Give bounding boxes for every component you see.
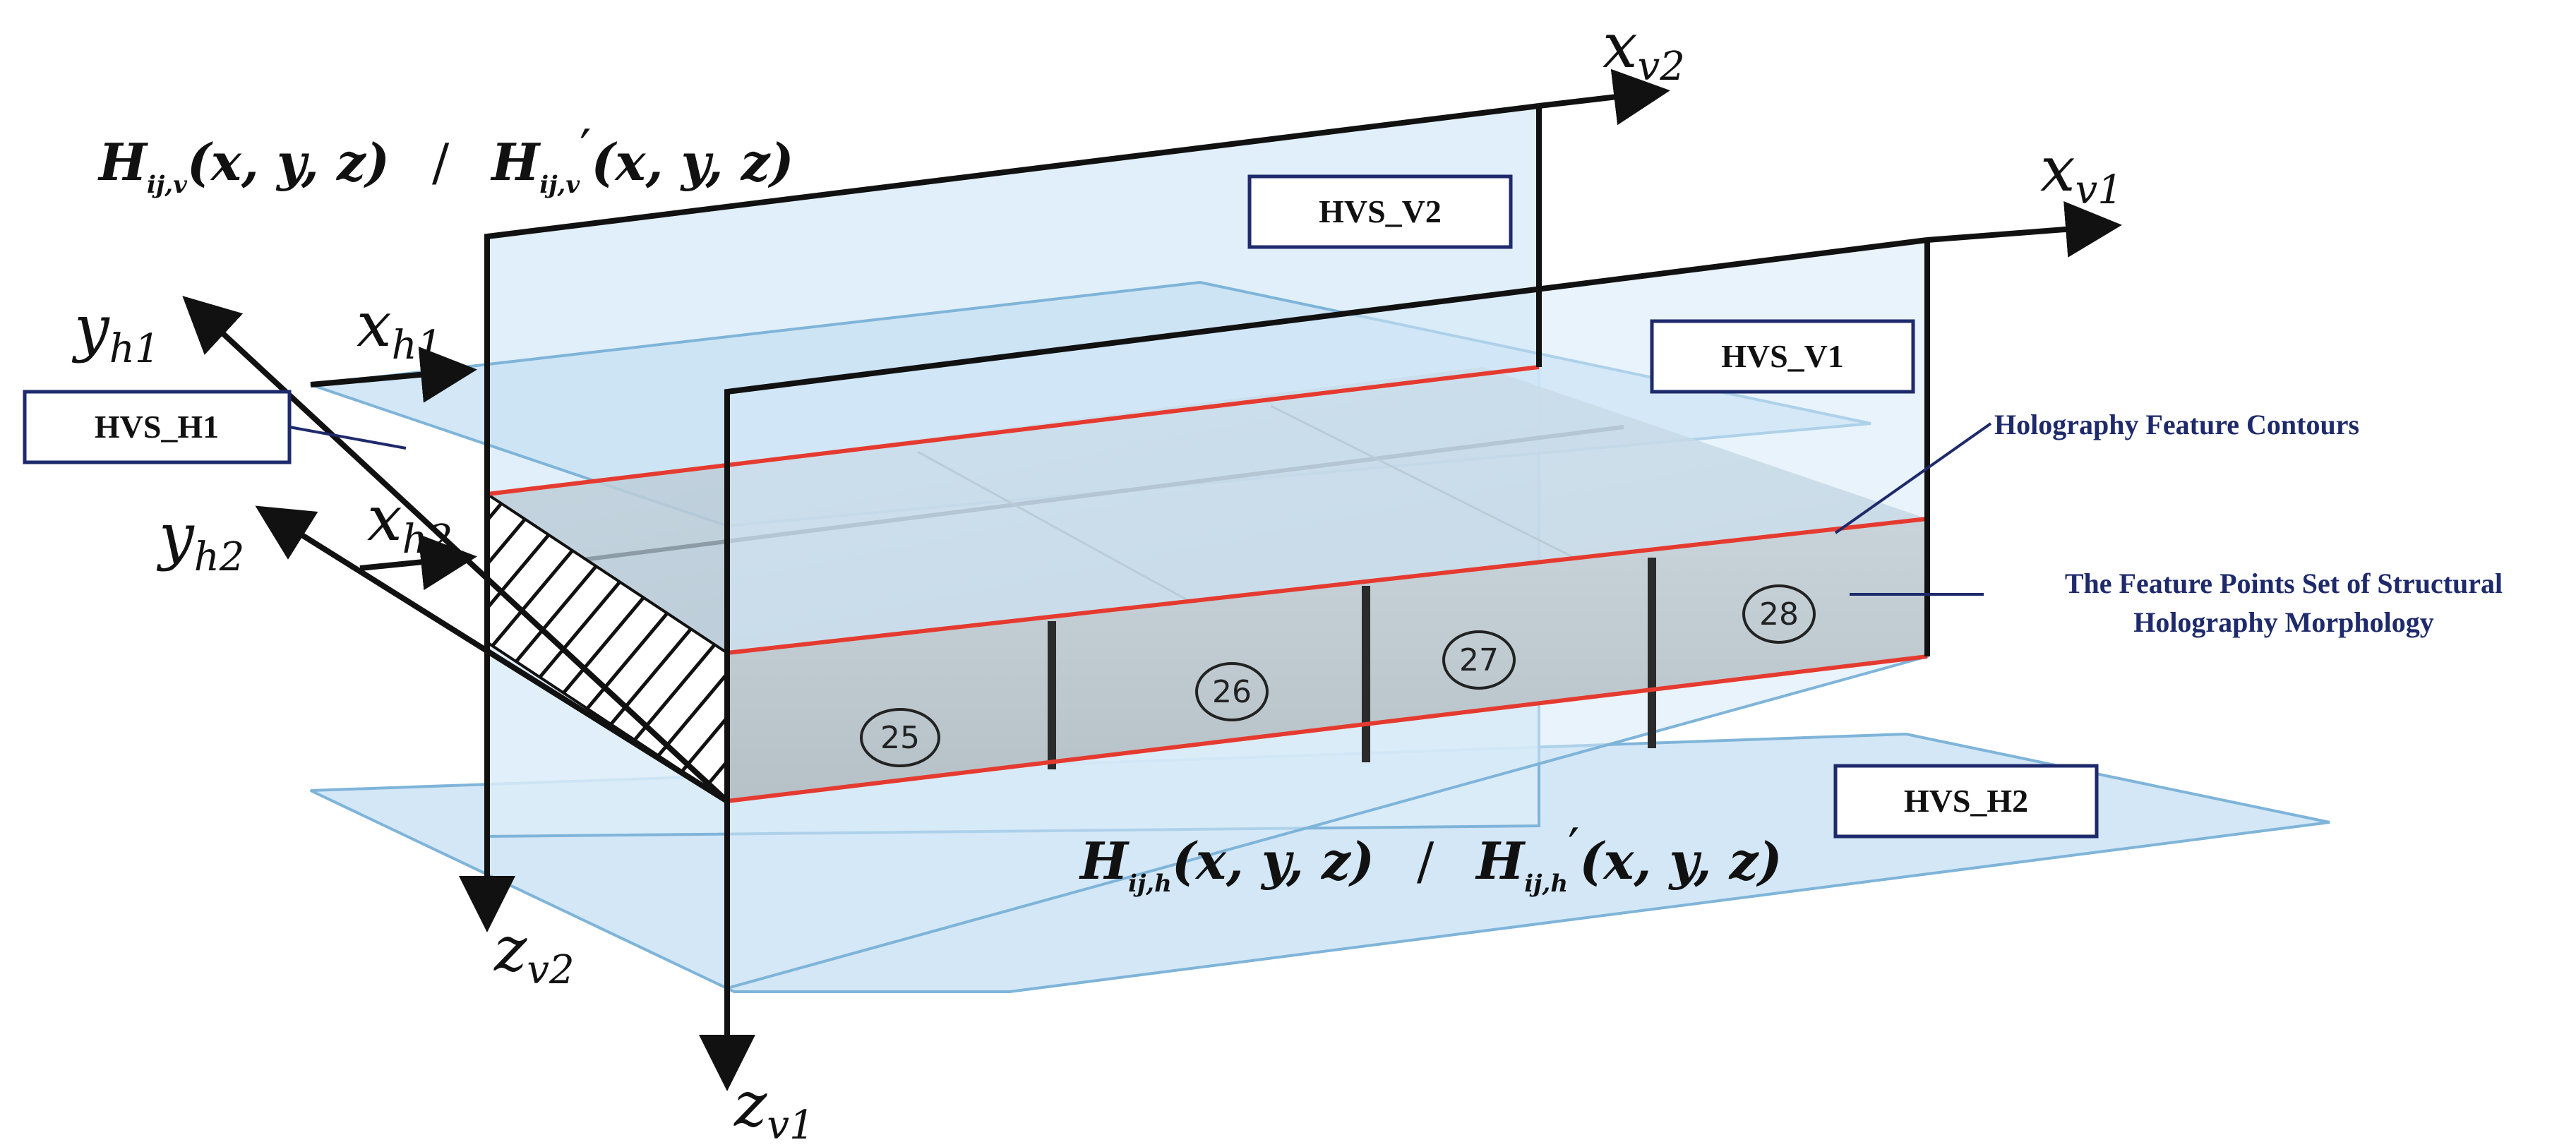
axis-x-h2-arrow (359, 534, 477, 591)
plane-v2-frame (484, 103, 1540, 836)
label-hvs-h2: HVS_H2 (1904, 783, 2028, 819)
red-contour (726, 654, 1928, 803)
label-hvs-v1: HVS_V1 (1721, 338, 1844, 374)
formula-vertical: Hij,v(x, y, z)/Hij,v′(x, y, z) (97, 119, 794, 199)
red-contour (726, 517, 1928, 655)
axis-x-v2-arrow (1538, 68, 1670, 126)
beam-mark-circle (860, 708, 940, 767)
annotation-feature-points: Holography Morphology (2133, 606, 2434, 638)
box-hvs-v1 (1650, 319, 1915, 394)
label-hvs-v2: HVS_V2 (1319, 193, 1442, 229)
axis-x-h1-arrow (310, 346, 477, 403)
axis-label-x-v2: xv2 (1602, 9, 1685, 90)
box-hvs-h1 (23, 390, 292, 464)
beam-mark: 26 (1212, 674, 1252, 710)
box-hvs-v2 (1247, 174, 1513, 249)
beam-mark-circle (1742, 584, 1816, 644)
leader-contours (1834, 422, 1992, 534)
axis-label-x-h1: xh1 (357, 288, 442, 368)
plane-v1-frame (724, 237, 1928, 988)
axis-label-x-v1: xv1 (2040, 133, 2123, 213)
annotation-contours: Holography Feature Contours (1994, 409, 2359, 440)
beam-mark: 27 (1459, 642, 1499, 678)
annotation-feature-points: The Feature Points Set of Structural (2065, 568, 2503, 599)
axis-x-v1-arrow (1927, 201, 2122, 258)
axis-label-y-h1: yh1 (71, 292, 160, 372)
beam-mark: 28 (1759, 596, 1799, 632)
beam-mark-circle (1195, 662, 1269, 721)
red-contour (486, 365, 1540, 496)
axis-label-x-h2: xh2 (367, 482, 453, 563)
axis-label-z-v2: zv2 (493, 913, 575, 993)
axis-y-h2-arrow (255, 505, 729, 804)
axis-label-z-v1: zv1 (733, 1068, 815, 1147)
box-hvs-h2 (1833, 764, 2099, 839)
label-hvs-h1: HVS_H1 (95, 409, 219, 445)
axis-label-y-h2: yh2 (156, 500, 244, 580)
beam-mark-circle (1442, 630, 1516, 690)
beam-mark: 25 (880, 720, 920, 756)
leader-hvs-h1 (289, 426, 407, 450)
formula-horizontal: Hij,h(x, y, z)/Hij,h′(x, y, z) (1079, 817, 1783, 898)
